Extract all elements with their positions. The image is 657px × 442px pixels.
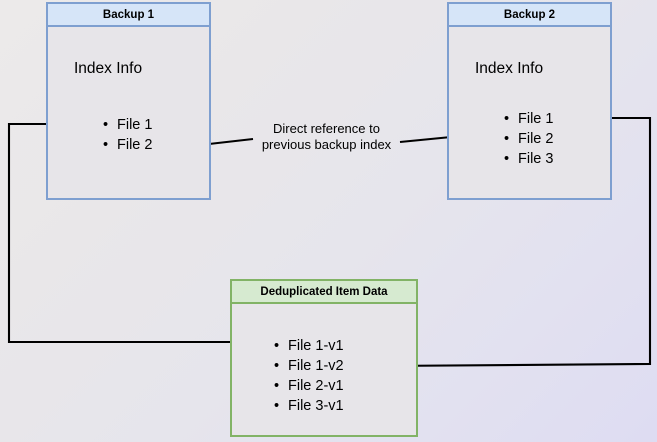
edge-label-line-2: previous backup index (261, 137, 392, 152)
node-deduplicated-item-data[interactable]: Deduplicated Item Data File 1-v1 File 1-… (230, 279, 418, 437)
list-item: File 2-v1 (274, 376, 344, 396)
list-item: File 1-v2 (274, 356, 344, 376)
node-backup-2-file-list: File 1 File 2 File 3 (504, 109, 553, 169)
list-item: File 3 (504, 149, 553, 169)
list-item: File 3-v1 (274, 396, 344, 416)
node-backup-1-index-info-label: Index Info (74, 60, 143, 77)
node-deduplicated-item-data-body: File 1-v1 File 1-v2 File 2-v1 File 3-v1 (232, 304, 416, 435)
node-backup-1-body: Index Info File 1 File 2 (48, 27, 209, 198)
node-backup-2-body: Index Info File 1 File 2 File 3 (449, 27, 610, 198)
node-backup-1-file-list: File 1 File 2 (103, 115, 152, 155)
node-backup-2-title: Backup 2 (449, 4, 610, 27)
node-backup-1-title: Backup 1 (48, 4, 209, 27)
node-backup-1[interactable]: Backup 1 Index Info File 1 File 2 (46, 2, 211, 200)
node-backup-2-index-info-label: Index Info (475, 60, 544, 77)
node-deduplicated-file-list: File 1-v1 File 1-v2 File 2-v1 File 3-v1 (274, 336, 344, 416)
node-backup-2[interactable]: Backup 2 Index Info File 1 File 2 File 3 (447, 2, 612, 200)
list-item: File 1-v1 (274, 336, 344, 356)
edge-label-line-1: Direct reference to (273, 121, 380, 136)
list-item: File 2 (504, 129, 553, 149)
list-item: File 1 (504, 109, 553, 129)
list-item: File 1 (103, 115, 152, 135)
node-deduplicated-item-data-title: Deduplicated Item Data (232, 281, 416, 304)
list-item: File 2 (103, 135, 152, 155)
edge-label-direct-reference: Direct reference to previous backup inde… (249, 121, 404, 153)
